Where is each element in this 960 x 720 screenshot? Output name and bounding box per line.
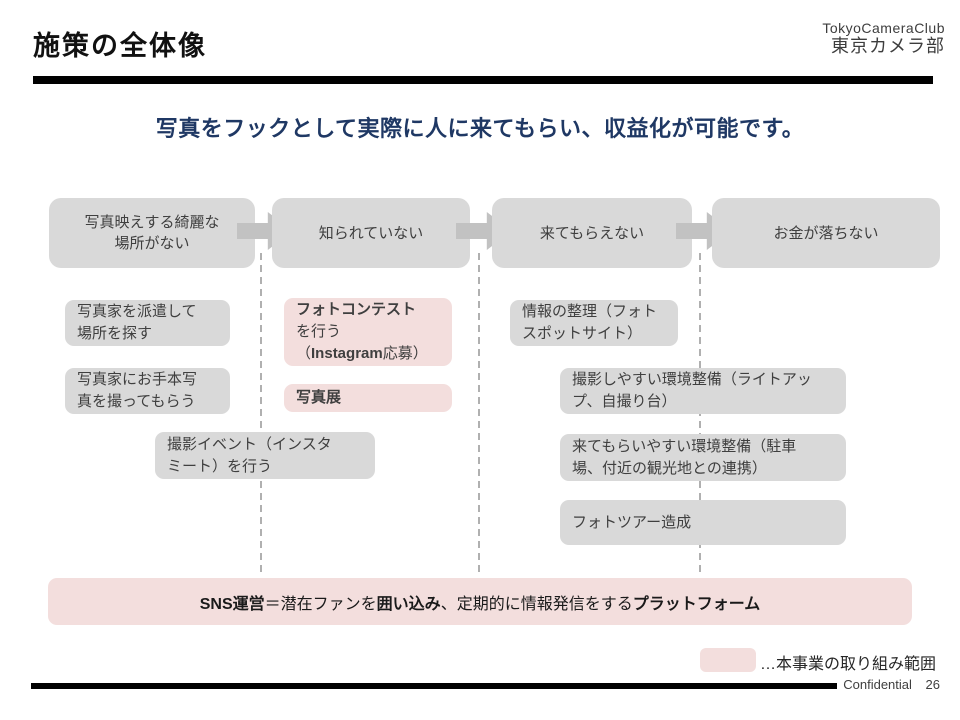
measure-visitor-environment: 来てもらいやすい環境整備（駐車 場、付近の観光地との連携） [560,434,846,481]
page-number: 26 [925,677,940,692]
measure-shooting-environment: 撮影しやすい環境整備（ライトアッ プ、自撮り台） [560,368,846,414]
photo-contest-line2: を行う [296,323,342,340]
page-title: 施策の全体像 [33,31,207,61]
logo-text-en: TokyoCameraClub [822,20,945,36]
photo-contest-line1: フォトコンテスト [296,301,417,318]
sns-seg-5: プラットフォーム [632,595,761,613]
flow-step-no-money: お金が落ちない [712,198,940,268]
footer-divider [31,683,837,689]
measure-info-organizing: 情報の整理（フォト スポットサイト） [510,300,678,346]
confidential-label: Confidential [843,677,912,692]
photo-contest-line3: （Instagram応募） [296,345,428,362]
flow-step-no-visitors: 来てもらえない [492,198,692,268]
header-divider [33,76,933,84]
dashed-divider-2 [478,253,480,572]
sns-platform-bar: SNS運営 ＝潜在ファンを 囲い込み 、定期的に情報発信をする プラットフォーム [48,578,912,625]
sns-seg-3: 囲い込み [376,595,441,613]
measure-photo-contest: フォトコンテスト を行う （Instagram応募） [284,298,452,366]
logo-text-jp: 東京カメラ部 [831,36,945,57]
flow-step-not-known: 知られていない [272,198,470,268]
measure-sample-photos: 写真家にお手本写 真を撮ってもらう [65,368,230,414]
measure-photo-event: 撮影イベント（インスタ ミート）を行う [155,432,375,479]
sns-seg-2: ＝潜在ファンを [264,595,377,613]
legend-pink-swatch [700,648,756,672]
measure-photo-exhibition: 写真展 [284,384,452,412]
footer: Confidential 26 [843,677,940,692]
dashed-divider-1 [260,253,262,572]
slide-subtitle: 写真をフックとして実際に人に来てもらい、収益化が可能です。 [155,116,805,141]
legend-label: …本事業の取り組み範囲 [760,656,937,673]
tokyo-camera-club-logo: TokyoCameraClub 東京カメラ部 [822,20,945,57]
sns-seg-1: SNS運営 [199,595,265,613]
sns-seg-4: 、定期的に情報発信をする [440,595,633,613]
flow-step-no-photogenic-place: 写真映えする綺麗な 場所がない [49,198,255,268]
measure-dispatch-photographer: 写真家を派遣して 場所を探す [65,300,230,346]
measure-photo-tour: フォトツアー造成 [560,500,846,545]
